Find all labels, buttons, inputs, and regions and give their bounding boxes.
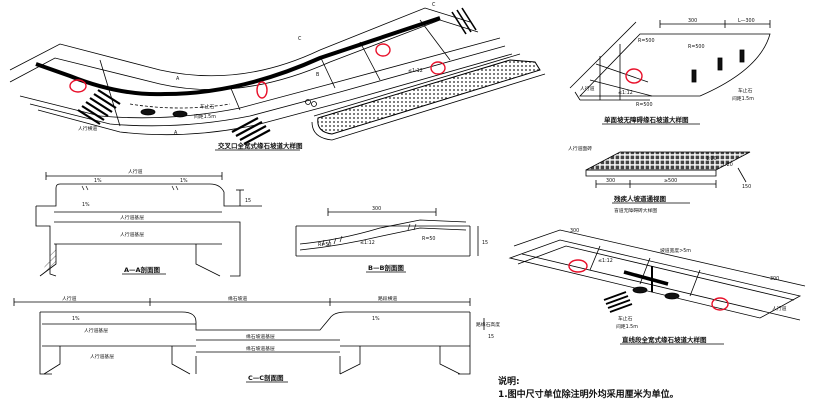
section-c-layer-2: 人行道基层 (90, 353, 114, 360)
section-a-caption: A—A剖面图 (124, 265, 161, 274)
section-b-caption: B—B剖面图 (368, 263, 404, 272)
intersection-caption: 交叉口全宽式缘石坡道大样图 (218, 141, 303, 150)
one-side-dim-l: L—300 (738, 18, 755, 24)
intersection-crosswalk-label: 人行横道 (78, 125, 97, 132)
one-side-ramp-view (569, 20, 771, 101)
section-mark-b: B (316, 72, 319, 78)
section-a-layer-2: 人行道基层 (120, 231, 144, 238)
tactile-ratio-2: 1:20 (722, 162, 733, 168)
one-side-r-bot: R=500 (636, 102, 653, 108)
tactile-dim-500: ≥500 (664, 178, 677, 184)
section-a-layer-1: 人行道基层 (120, 214, 144, 221)
intersection-bollard-label: 车止石 (200, 103, 215, 110)
tactile-walkway: 人行道面砖 (568, 145, 592, 152)
section-c-crossing: 路段横道 (378, 295, 397, 302)
section-b-drawing (295, 208, 479, 257)
straight-caption: 直线段全宽式缘石坡道大样图 (622, 335, 707, 344)
highlight-oval-left (69, 79, 87, 93)
highlight-oval-right (375, 43, 391, 57)
one-side-r-top: R=500 (638, 38, 655, 44)
one-side-bollard: 车止石 (738, 87, 753, 94)
intersection-grade: ≤1:12 (408, 68, 423, 74)
one-side-walkway: 人行道 (580, 85, 595, 92)
straight-ramp-view (508, 229, 806, 321)
section-c-slope-right: 1% (372, 316, 380, 322)
one-side-r-mid: R=500 (688, 44, 705, 50)
section-a-drawing (35, 172, 262, 277)
straight-dim-300b: 300 (770, 276, 779, 282)
section-c-slope-left: 1% (72, 316, 80, 322)
tactile-paving-view (585, 151, 751, 188)
tactile-dim-150: 150 (742, 184, 751, 190)
straight-walkway: 人行道 (772, 305, 787, 312)
section-mark-a-bot: A (174, 130, 178, 136)
section-c-layer-1: 人行道基层 (84, 327, 108, 334)
section-a-dim-15: 15 (245, 198, 251, 204)
section-b-r-left: R=50 (318, 242, 331, 248)
section-c-layer-3: 缘石坡道基层 (246, 333, 275, 340)
notes-title: 说明: (498, 375, 520, 387)
intersection-spacing-label: 间距1.5m (194, 113, 216, 120)
one-side-caption: 单面坡无障碍缘石坡道大样图 (604, 115, 689, 124)
section-c-ramp: 缘石坡道 (228, 295, 247, 302)
tactile-caption: 残疾人坡道通视图 (614, 194, 667, 203)
straight-dim-300a: 300 (570, 228, 579, 234)
section-c-layer-4: 缘石坡道基层 (246, 345, 275, 352)
section-a-slope-right: 1% (180, 178, 188, 184)
one-side-grade: ≤1:12 (618, 90, 633, 96)
straight-bollard: 车止石 (618, 315, 633, 322)
section-c-dim-15: 15 (488, 334, 494, 340)
one-side-spacing: 间距1.5m (732, 95, 754, 102)
section-b-dim-15: 15 (482, 240, 488, 246)
section-a-slope-left: 1% (94, 178, 102, 184)
section-mark-c-top: C (298, 36, 302, 42)
section-b-r-right: R=50 (422, 236, 435, 242)
section-b-grade: ≤1:12 (360, 240, 375, 246)
highlight-oval-mid (256, 81, 268, 99)
section-c-caption: C—C剖面图 (248, 373, 284, 382)
section-mark-a-top: A (176, 76, 180, 82)
straight-grade: ≤1:12 (598, 258, 613, 264)
section-a-walkway: 人行道 (128, 168, 143, 175)
intersection-plan-view (9, 7, 546, 145)
tactile-ratio-1: 1:20 (706, 156, 717, 162)
section-c-walkway: 人行道 (62, 295, 77, 302)
section-c-drawing (13, 298, 485, 375)
section-c-curb: 路缘石高度 (476, 321, 500, 328)
notes-line-1: 1.图中尺寸单位除注明外均采用厘米为单位。 (498, 388, 679, 400)
tactile-dim-300: 300 (606, 178, 615, 184)
section-mark-c-bot: C (432, 2, 436, 8)
section-a-slope-bottom: 1% (82, 202, 90, 208)
straight-width: 坡道宽度>5m (660, 247, 691, 254)
one-side-dim-300: 300 (688, 18, 697, 24)
section-b-dim-300: 300 (372, 206, 381, 212)
tactile-subcaption: 盲道无障碍砖大样图 (614, 207, 657, 214)
straight-spacing: 间距1.5m (616, 323, 638, 330)
